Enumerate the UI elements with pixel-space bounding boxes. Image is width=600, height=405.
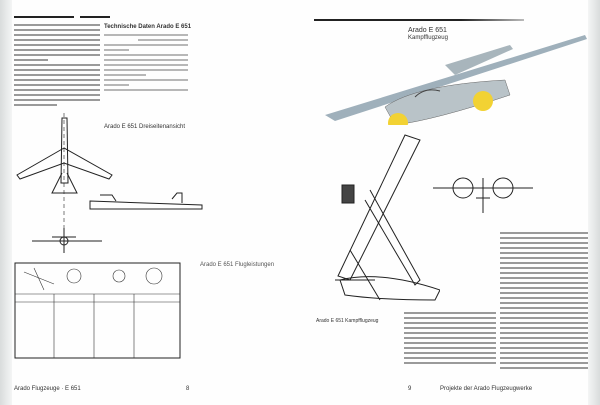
front-view-drawing <box>433 177 533 213</box>
footer: Arado Flugzeuge · E 651 <box>14 386 81 392</box>
performance-diagram <box>14 262 181 359</box>
rule <box>80 16 110 18</box>
body-text-column <box>14 24 100 109</box>
data-table <box>104 34 188 94</box>
drawing-caption: Arado E 651 Dreiseitenansicht <box>104 124 186 130</box>
page-number: 9 <box>408 386 412 392</box>
aircraft-illustration <box>325 35 587 125</box>
table-title: Technische Daten Arado E 651 <box>104 24 192 30</box>
left-page: Technische Daten Arado E 651 Arado E 651… <box>0 0 275 405</box>
rule <box>14 16 74 18</box>
body-text-column <box>500 232 588 372</box>
subheading: Kampfflugzeug <box>408 35 448 41</box>
right-page: Arado E 651 Kampfflugzeug Arado E 651 Ka… <box>300 0 600 405</box>
book-edge <box>588 0 600 405</box>
drawing-caption: Arado E 651 Kampfflugzeug <box>316 318 379 324</box>
footer: Projekte der Arado Flugzeugwerke <box>440 386 533 392</box>
body-text-column <box>404 312 496 367</box>
rule <box>314 19 524 21</box>
plan-view-drawing <box>335 134 440 301</box>
diagram-caption: Arado E 651 Flugleistungen <box>200 262 275 268</box>
heading: Arado E 651 <box>408 27 447 34</box>
book-edge <box>0 0 12 405</box>
page-number: 8 <box>186 386 190 392</box>
three-view-drawing <box>16 113 203 253</box>
